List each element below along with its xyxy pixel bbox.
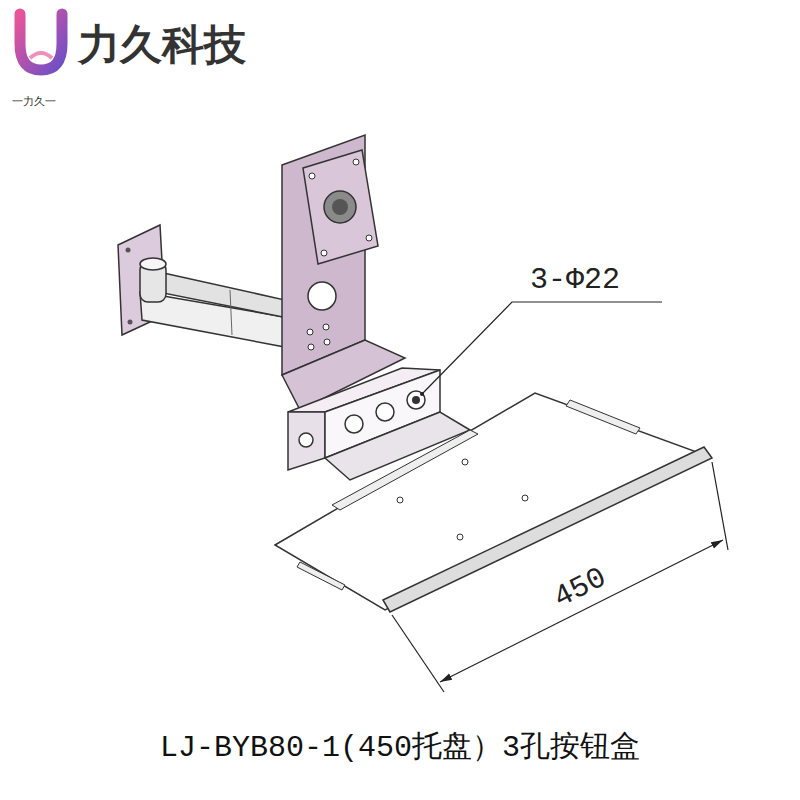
dimension-line (440, 540, 723, 682)
caption: LJ-BYB80-1(450托盘）3孔按钮盒 (160, 733, 640, 763)
tray-rail (332, 430, 478, 510)
vesa-plate (303, 150, 378, 264)
vesa-hole (309, 173, 315, 179)
button-hole (407, 391, 425, 409)
leader-dot (420, 392, 424, 396)
plate-hole (308, 344, 314, 350)
extension-line (712, 462, 728, 550)
hole-spec: 3-Φ22 (530, 265, 620, 295)
plate-hole (126, 248, 131, 253)
tray-rail (297, 562, 345, 590)
plate-hole (128, 320, 133, 325)
vesa-hub-core (332, 199, 348, 215)
vesa-hub (324, 191, 356, 223)
tray-hole (522, 495, 528, 501)
leader-line (422, 302, 662, 394)
arm-joint-line (230, 290, 232, 335)
dimension-value: 450 (549, 562, 611, 613)
vesa-hole (366, 235, 372, 241)
plate-hole (307, 329, 313, 335)
tray-lip (383, 447, 712, 612)
plate-hole (308, 282, 336, 310)
button-box-end (288, 412, 325, 470)
company-name: 力久科技 (78, 24, 246, 66)
vesa-hole (353, 159, 359, 165)
arm-tube (148, 270, 288, 318)
tray-hole (462, 459, 468, 465)
tray-hole (397, 497, 403, 503)
tray-rail (566, 400, 640, 434)
plate-hole (324, 339, 330, 345)
button-hole-center (412, 396, 420, 404)
logo-subtext: 一力久一 (12, 96, 56, 107)
arm-joint-top (140, 258, 166, 270)
keyboard-tray (275, 393, 705, 610)
logo-hands (30, 53, 52, 58)
button-hole (376, 403, 394, 421)
vesa-hole (321, 250, 327, 256)
tray-hole (457, 534, 463, 540)
box-hole (299, 433, 313, 447)
plate-hole (323, 324, 329, 330)
extension-line (392, 615, 444, 692)
button-hole (345, 415, 363, 433)
logo-mark (20, 14, 62, 70)
